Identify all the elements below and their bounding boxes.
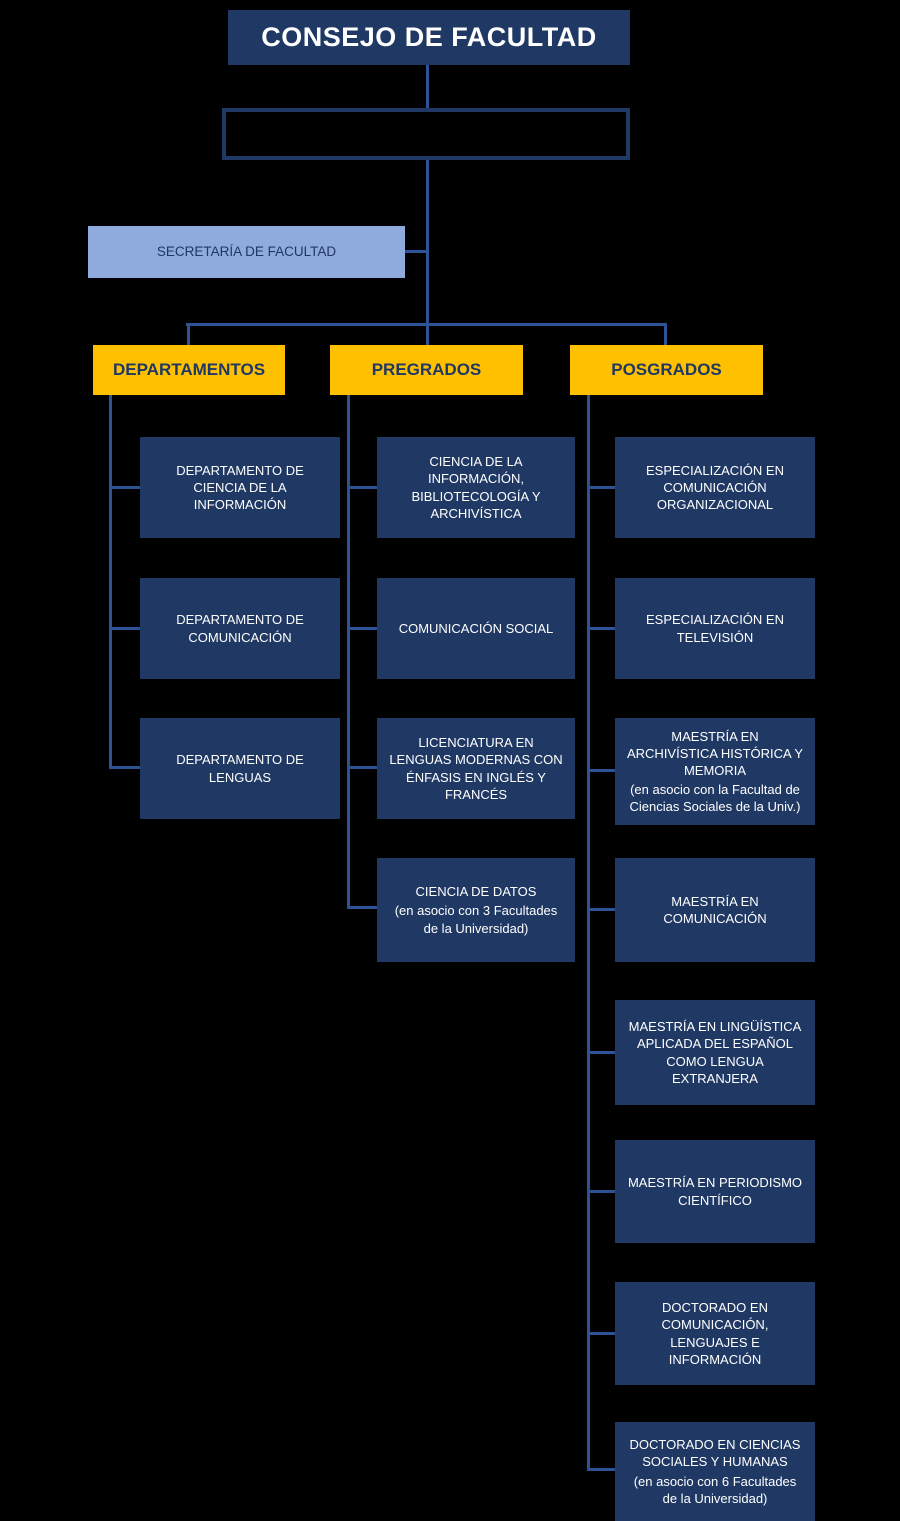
org-box-licenciatura-lenguas-modernas: LICENCIATURA EN LENGUAS MODERNAS CON ÉNF… xyxy=(377,718,575,819)
org-box-label: DOCTORADO EN COMUNICACIÓN, LENGUAJES E I… xyxy=(661,1300,769,1367)
org-box-maestria-linguistica: MAESTRÍA EN LINGÜÍSTICA APLICADA DEL ESP… xyxy=(615,1000,815,1105)
org-box-note: (en asocio con 6 Facultades de la Univer… xyxy=(633,1473,797,1506)
column-header-label: DEPARTAMENTOS xyxy=(112,359,266,379)
org-box-doctorado-comunicacion: DOCTORADO EN COMUNICACIÓN, LENGUAJES E I… xyxy=(615,1282,815,1385)
column-header-label: PREGRADOS xyxy=(371,359,482,379)
consejo-de-facultad-label: CONSEJO DE FACULTAD xyxy=(261,21,597,52)
connector-line xyxy=(587,1190,615,1193)
connector-line xyxy=(587,1051,615,1054)
connector-line xyxy=(347,627,377,630)
connector-line xyxy=(186,323,667,326)
connector-line xyxy=(587,627,615,630)
org-box-label: MAESTRÍA EN ARCHIVÍSTICA HISTÓRICA Y MEM… xyxy=(626,728,804,778)
connector-line xyxy=(347,766,377,769)
org-box-maestria-periodismo: MAESTRÍA EN PERIODISMO CIENTÍFICO xyxy=(615,1140,815,1243)
secretaria-label: SECRETARÍA DE FACULTAD xyxy=(156,244,337,260)
org-box-label: CIENCIA DE DATOS xyxy=(415,884,537,900)
decanatura-placeholder-box xyxy=(222,108,630,160)
org-box-label: DEPARTAMENTO DE LENGUAS xyxy=(176,752,304,785)
connector-line xyxy=(405,250,426,253)
org-box-ciencia-de-datos: CIENCIA DE DATOS (en asocio con 3 Facult… xyxy=(377,858,575,962)
connector-line xyxy=(347,906,377,909)
org-box-doctorado-ciencias-sociales: DOCTORADO EN CIENCIAS SOCIALES Y HUMANAS… xyxy=(615,1422,815,1521)
org-box-label: MAESTRÍA EN LINGÜÍSTICA APLICADA DEL ESP… xyxy=(628,1019,802,1086)
connector-line xyxy=(587,395,590,1470)
org-box-maestria-archivistica: MAESTRÍA EN ARCHIVÍSTICA HISTÓRICA Y MEM… xyxy=(615,718,815,825)
org-box-label: DOCTORADO EN CIENCIAS SOCIALES Y HUMANAS xyxy=(629,1437,801,1470)
connector-line xyxy=(347,395,350,909)
connector-line xyxy=(426,160,429,345)
column-header-departamentos: DEPARTAMENTOS xyxy=(93,345,285,395)
connector-line xyxy=(426,65,429,108)
connector-line xyxy=(587,769,615,772)
connector-line xyxy=(664,323,667,345)
consejo-de-facultad-box: CONSEJO DE FACULTAD xyxy=(228,10,630,65)
org-box-departamento-comunicacion: DEPARTAMENTO DE COMUNICACIÓN xyxy=(140,578,340,679)
connector-line xyxy=(587,908,615,911)
secretaria-box: SECRETARÍA DE FACULTAD xyxy=(88,226,405,278)
connector-line xyxy=(587,486,615,489)
org-box-label: LICENCIATURA EN LENGUAS MODERNAS CON ÉNF… xyxy=(389,735,563,802)
connector-line xyxy=(109,486,140,489)
connector-line xyxy=(109,627,140,630)
org-box-note: (en asocio con la Facultad de Ciencias S… xyxy=(629,782,801,815)
org-box-departamento-ciencia-informacion: DEPARTAMENTO DE CIENCIA DE LA INFORMACIÓ… xyxy=(140,437,340,538)
org-box-label: MAESTRÍA EN PERIODISMO CIENTÍFICO xyxy=(627,1175,803,1208)
connector-line xyxy=(187,323,190,345)
org-box-departamento-lenguas: DEPARTAMENTO DE LENGUAS xyxy=(140,718,340,819)
org-box-label: COMUNICACIÓN SOCIAL xyxy=(398,620,554,636)
org-box-maestria-comunicacion: MAESTRÍA EN COMUNICACIÓN xyxy=(615,858,815,962)
org-box-label: DEPARTAMENTO DE CIENCIA DE LA INFORMACIÓ… xyxy=(176,462,304,513)
connector-line xyxy=(587,1468,615,1471)
connector-line xyxy=(109,766,140,769)
org-box-label: ESPECIALIZACIÓN EN TELEVISIÓN xyxy=(646,612,784,645)
connector-line xyxy=(587,1332,615,1335)
org-box-especializacion-television: ESPECIALIZACIÓN EN TELEVISIÓN xyxy=(615,578,815,679)
column-header-pregrados: PREGRADOS xyxy=(330,345,523,395)
org-box-label: DEPARTAMENTO DE COMUNICACIÓN xyxy=(176,612,304,645)
org-box-note: (en asocio con 3 Facultades de la Univer… xyxy=(394,903,558,936)
column-header-posgrados: POSGRADOS xyxy=(570,345,763,395)
org-box-ciencia-informacion-bibliotecologia: CIENCIA DE LA INFORMACIÓN, BIBLIOTECOLOG… xyxy=(377,437,575,538)
org-box-especializacion-comunicacion-organizacional: ESPECIALIZACIÓN EN COMUNICACIÓN ORGANIZA… xyxy=(615,437,815,538)
org-box-label: ESPECIALIZACIÓN EN COMUNICACIÓN ORGANIZA… xyxy=(646,462,784,513)
org-box-label: CIENCIA DE LA INFORMACIÓN, BIBLIOTECOLOG… xyxy=(411,454,541,521)
connector-line xyxy=(109,395,112,769)
connector-line xyxy=(347,486,377,489)
org-box-comunicacion-social: COMUNICACIÓN SOCIAL xyxy=(377,578,575,679)
column-header-label: POSGRADOS xyxy=(611,359,722,379)
org-box-label: MAESTRÍA EN COMUNICACIÓN xyxy=(663,893,767,926)
